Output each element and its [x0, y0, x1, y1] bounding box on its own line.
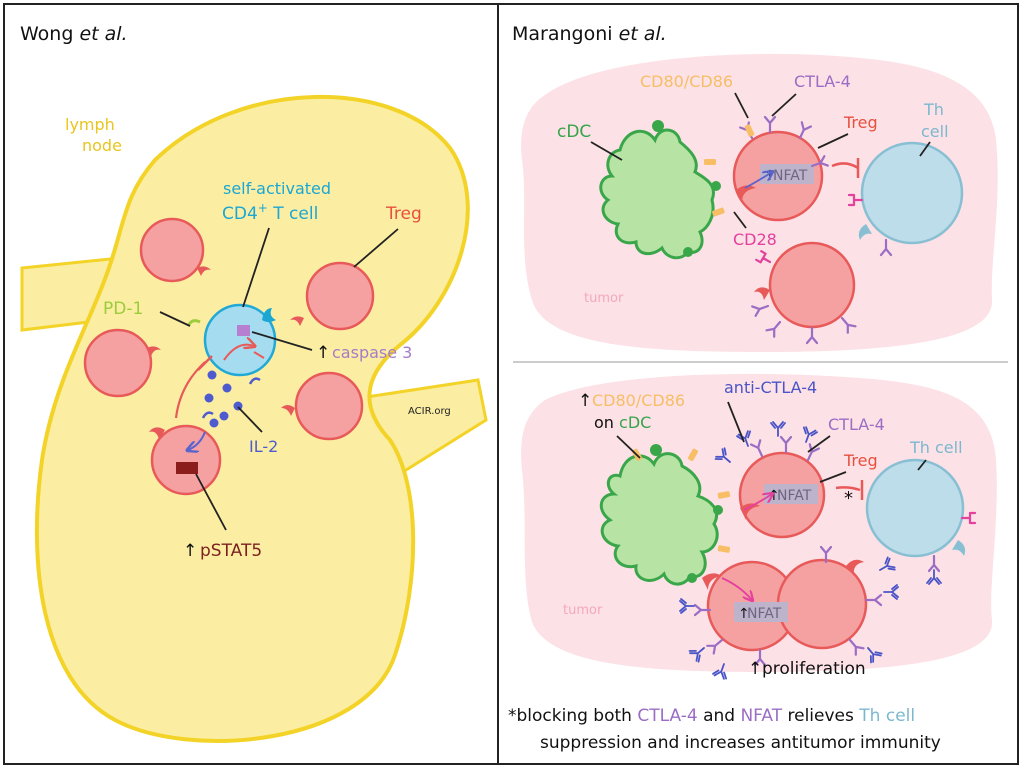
- treg-cell-bottom: ↑ NFAT: [713, 421, 826, 539]
- treg-cell-responding: [149, 424, 222, 496]
- cdc-pointer-bottom: [616, 435, 641, 459]
- caspase-label: caspase 3: [332, 343, 412, 362]
- th-pointer-top: [919, 141, 931, 157]
- il2-cytokines: [204, 370, 243, 428]
- caspase-up-arrow: ↑: [316, 343, 330, 363]
- cd80-up-arrow-bottom: ↑: [578, 391, 592, 411]
- nfat-label-bottom: NFAT: [777, 488, 812, 504]
- proliferating-treg-cells: ↑ NFAT: [679, 545, 899, 681]
- th-cell-bottom: [865, 458, 977, 585]
- pd1-pointer: [159, 311, 191, 327]
- cdc-dendrite-tips: [652, 120, 721, 257]
- tumor-label-bottom: tumor: [563, 603, 603, 618]
- self-activated-label: self-activated: [223, 179, 331, 198]
- cdc-label-top: cDC: [557, 122, 591, 142]
- pstat5-label: pSTAT5: [200, 541, 262, 561]
- cd80-cd86-label-top: CD80/CD86: [640, 72, 733, 91]
- lymph-node-label-line2: node: [82, 136, 122, 155]
- il2-pointer: [237, 406, 263, 433]
- nfat-label-top: NFAT: [773, 168, 808, 184]
- cd80-cd86-label-bottom: CD80/CD86: [592, 391, 685, 410]
- watermark: ACIR.org: [408, 406, 451, 417]
- on-cdc-label: on cDC: [594, 413, 651, 432]
- caspase-pointer: [251, 331, 313, 351]
- ctla4-label-top: CTLA-4: [794, 72, 851, 91]
- treg-cell-lower: [751, 241, 857, 345]
- pstat5-up-arrow: ↑: [183, 541, 197, 561]
- pd1-label: PD-1: [103, 299, 143, 319]
- il2-label: IL-2: [249, 437, 278, 456]
- treg-cell: [290, 261, 375, 331]
- treg-cell: [139, 217, 211, 283]
- footnote-line1: *blocking both CTLA-4 and NFAT relieves …: [508, 706, 915, 726]
- th-label-top-line1: Th: [923, 100, 944, 119]
- inhibition-line-top: [831, 162, 859, 170]
- activated-cell-receptor: [262, 308, 276, 322]
- left-panel-title: Wong et al.: [20, 23, 128, 45]
- treg-cell: [83, 328, 161, 398]
- pstat5-pointer: [195, 473, 227, 531]
- inhibition-line-bottom: [835, 486, 861, 492]
- th-pointer-bottom: [917, 459, 927, 471]
- cdc-pointer-top: [590, 141, 623, 161]
- asterisk-mark: *: [844, 488, 853, 509]
- proliferation-up-arrow: ↑: [748, 659, 762, 679]
- ctla4-label-bottom: CTLA-4: [828, 415, 885, 434]
- ctla4-pointer-bottom: [807, 435, 831, 453]
- th-cell-label-bottom: Th cell: [909, 438, 963, 457]
- treg-cell-top: ↑ NFAT: [704, 115, 829, 222]
- cd4-pointer: [242, 227, 270, 308]
- ctla4-pointer-top: [771, 93, 797, 117]
- lymph-node-label-line1: lymph: [65, 115, 115, 134]
- treg-pointer: [353, 228, 399, 268]
- anti-ctla4-label: anti-CTLA-4: [724, 378, 817, 397]
- treg-label-top: Treg: [843, 113, 878, 132]
- proliferation-label: proliferation: [762, 659, 866, 679]
- th-label-top-line2: cell: [921, 122, 949, 141]
- anti-ctla4-pointer: [727, 401, 745, 443]
- cd28-receptor: [736, 185, 756, 202]
- cdc-dendrite-tips-bottom: [650, 444, 723, 583]
- treg-label: Treg: [385, 204, 422, 224]
- pstat5-mark: [176, 462, 198, 474]
- cd4-t-cell-label: CD4+ T cell: [222, 201, 318, 224]
- th-cell-top: [847, 141, 964, 257]
- inhibition-bar: [197, 355, 213, 371]
- il2-signal-arrow: [188, 431, 206, 450]
- footnote-line2: suppression and increases antitumor immu…: [540, 733, 941, 753]
- nfat-label-prolif: NFAT: [747, 606, 782, 622]
- treg-cell: [281, 371, 364, 441]
- cd28-pointer: [733, 211, 747, 229]
- self-activated-cd4-cell: [186, 303, 277, 377]
- tumor-label-top: tumor: [584, 291, 624, 306]
- il2-receptor: [201, 411, 214, 419]
- cd80-pointer-top: [734, 92, 749, 119]
- treg-pointer-top: [817, 133, 849, 149]
- cd28-label: CD28: [733, 230, 777, 249]
- treg-pointer-bottom: [819, 471, 847, 483]
- nfat-up-arrow-prolif: ↑: [738, 606, 750, 622]
- right-panel-title: Marangoni et al.: [512, 23, 667, 45]
- treg-label-bottom: Treg: [843, 451, 878, 470]
- il2-receptor: [248, 377, 261, 385]
